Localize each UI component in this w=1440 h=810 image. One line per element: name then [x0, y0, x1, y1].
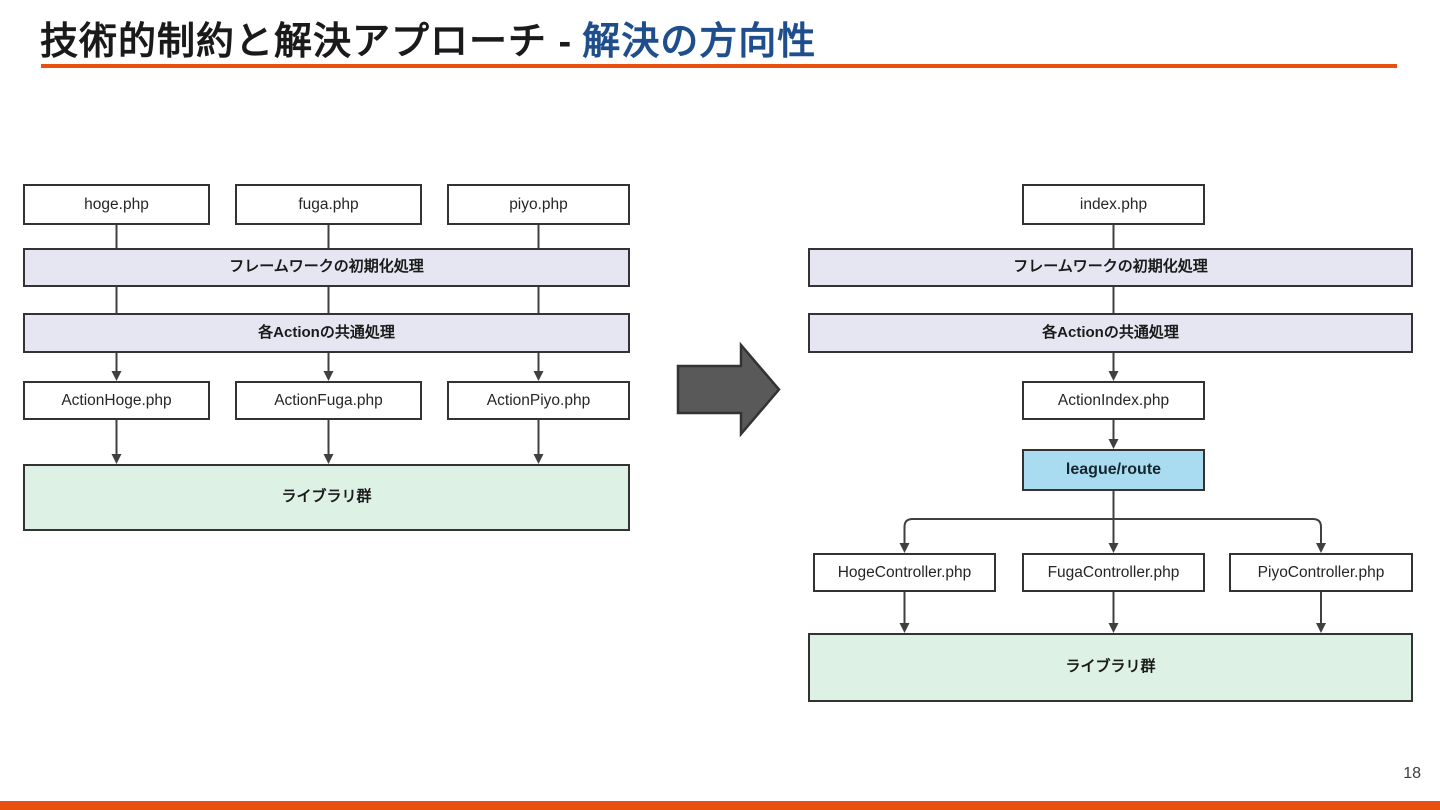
node-action-piyo: ActionPiyo.php — [447, 381, 630, 420]
node-action-index: ActionIndex.php — [1022, 381, 1205, 420]
node-libraries-before: ライブラリ群 — [23, 464, 630, 531]
page-number: 18 — [1403, 765, 1421, 782]
page-title-main: 技術的制約と解決アプローチ - — [40, 21, 573, 63]
page-title: 技術的制約と解決アプローチ -解決の方向性 — [40, 10, 816, 65]
band-framework-init-before: フレームワークの初期化処理 — [23, 248, 630, 287]
footer-accent-bar — [0, 801, 1440, 810]
node-hoge-php: hoge.php — [23, 184, 210, 225]
node-league-route: league/route — [1022, 449, 1205, 491]
node-hoge-controller: HogeController.php — [813, 553, 996, 592]
node-piyo-controller: PiyoController.php — [1229, 553, 1413, 592]
band-common-action-after: 各Actionの共通処理 — [808, 313, 1413, 353]
node-index-php: index.php — [1022, 184, 1205, 225]
band-framework-init-after: フレームワークの初期化処理 — [808, 248, 1413, 287]
node-action-hoge: ActionHoge.php — [23, 381, 210, 420]
band-common-action-before: 各Actionの共通処理 — [23, 313, 630, 353]
title-underline — [41, 64, 1397, 68]
node-fuga-controller: FugaController.php — [1022, 553, 1205, 592]
transform-arrow-icon — [676, 341, 781, 438]
node-fuga-php: fuga.php — [235, 184, 422, 225]
node-piyo-php: piyo.php — [447, 184, 630, 225]
page-title-highlight: 解決の方向性 — [582, 21, 817, 63]
node-libraries-after: ライブラリ群 — [808, 633, 1413, 702]
node-action-fuga: ActionFuga.php — [235, 381, 422, 420]
